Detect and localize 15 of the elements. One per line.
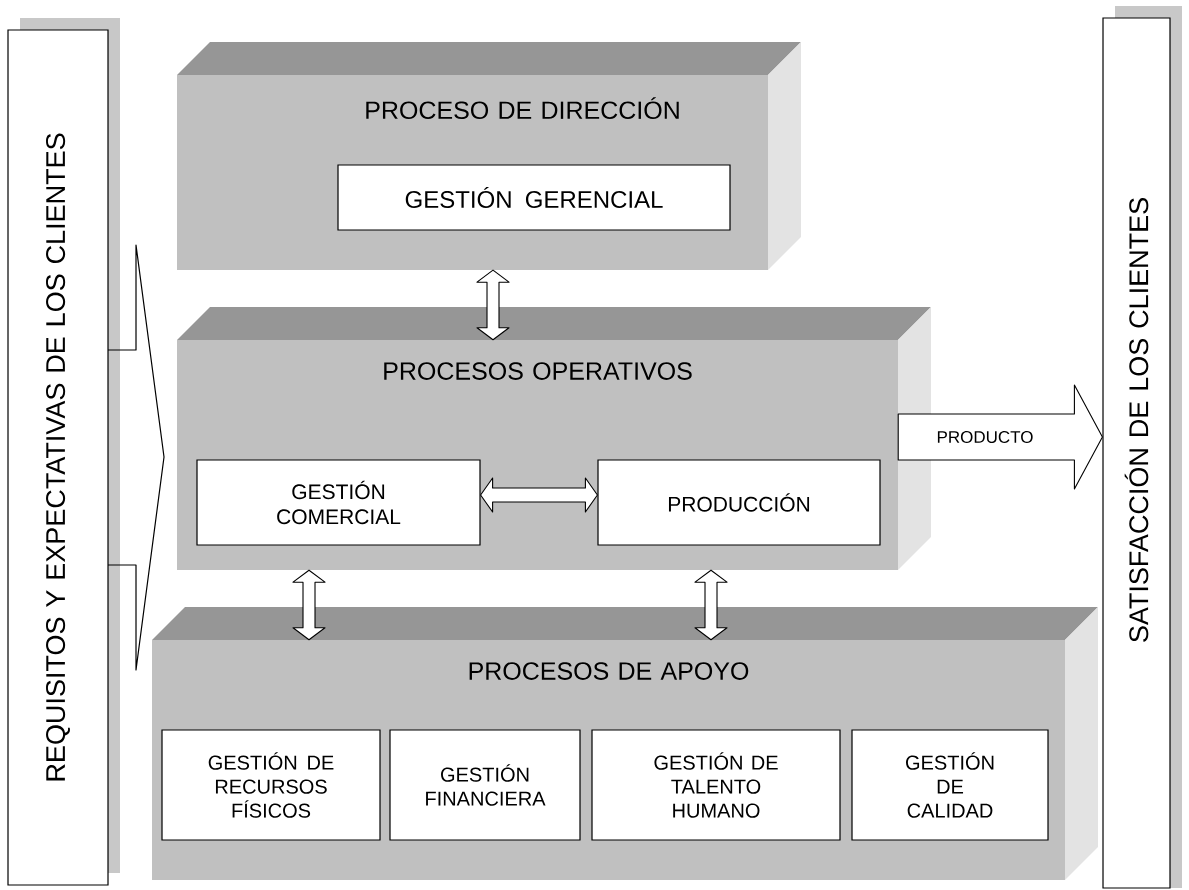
block-arrow — [480, 477, 598, 513]
side-box: REQUISITOS Y EXPECTATIVAS DE LOS CLIENTES — [7, 18, 165, 886]
edge-label: PRODUCTO — [937, 430, 1033, 443]
block-arrow — [694, 569, 728, 641]
block-arrow — [476, 269, 510, 341]
process-box: GESTIÓN FINANCIERA — [389, 729, 581, 841]
process-box: GESTIÓN DE CALIDAD — [851, 729, 1049, 841]
side-box: SATISFACCIÓN DE LOS CLIENTES — [1102, 6, 1182, 889]
process-box: GESTIÓN DE TALENTO HUMANO — [591, 729, 841, 841]
block-arrow — [897, 384, 1103, 490]
process-box: PRODUCCIÓN — [597, 459, 881, 546]
process-box: GESTIÓN COMERCIAL — [196, 459, 481, 546]
process-box: GESTIÓN DE RECURSOS FÍSICOS — [161, 729, 381, 841]
process-box: GESTIÓN GERENCIAL — [337, 164, 731, 231]
block-arrow — [292, 569, 326, 641]
